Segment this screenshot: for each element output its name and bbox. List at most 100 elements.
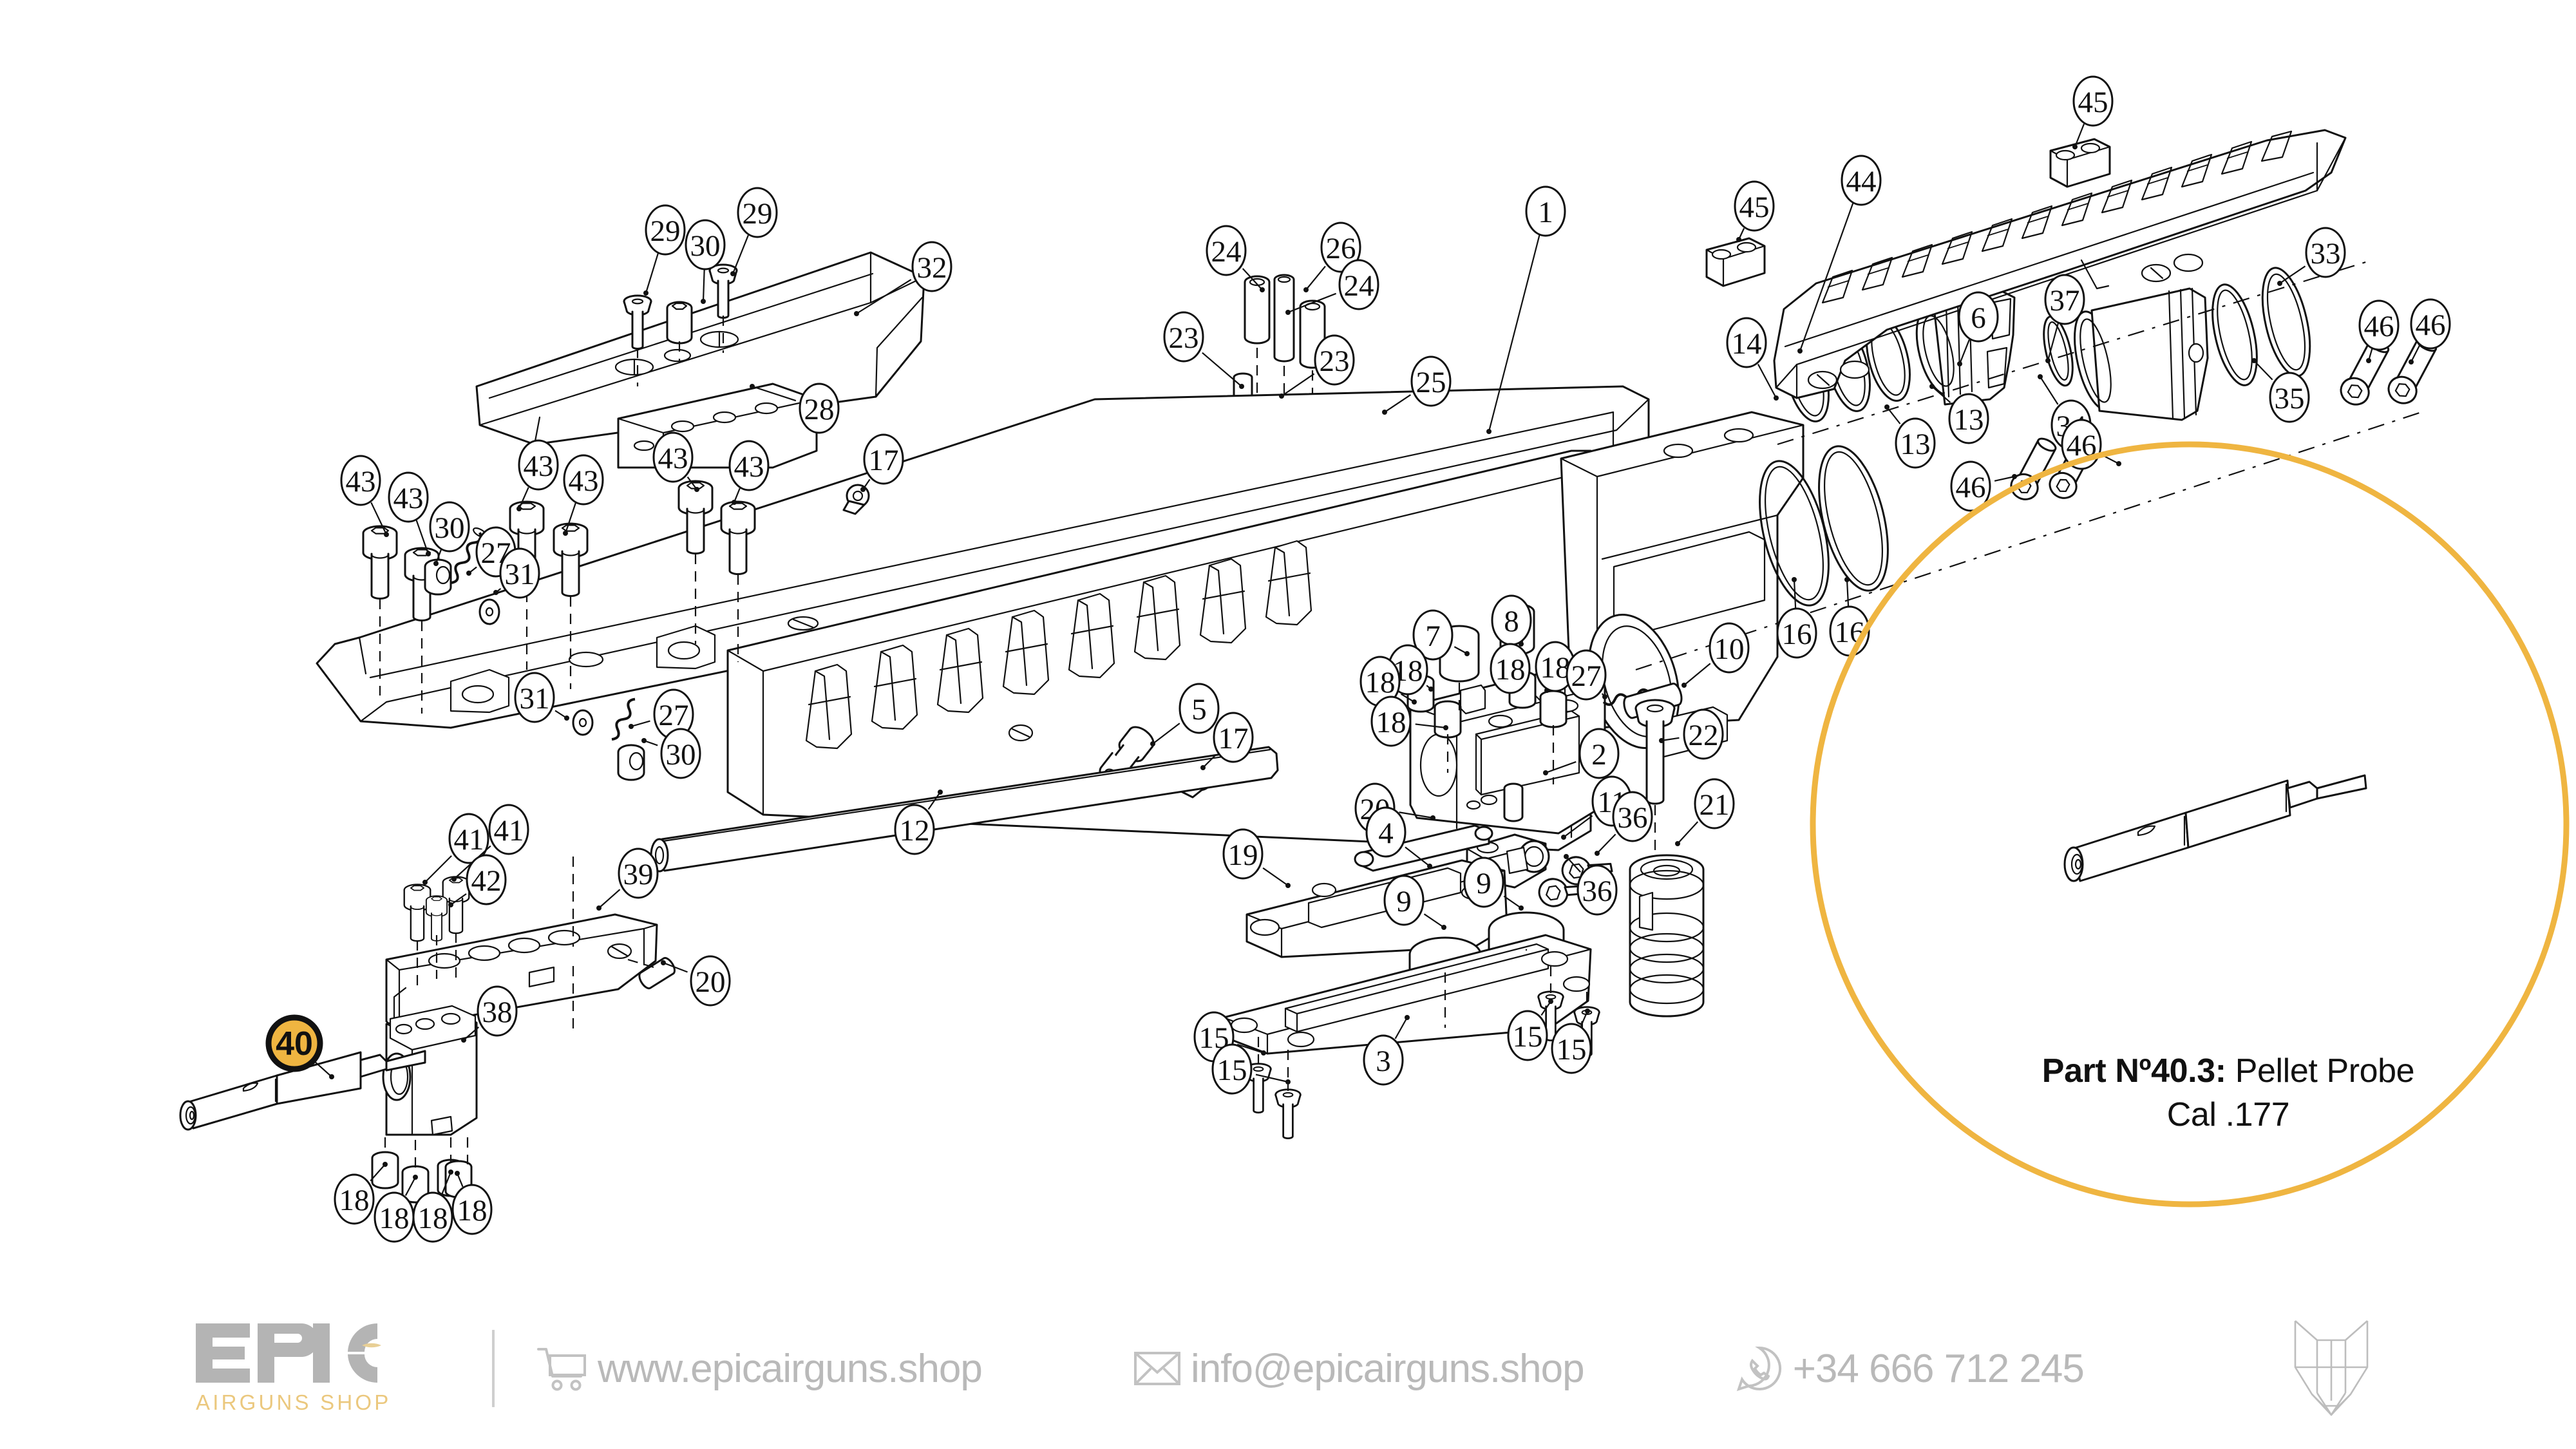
- balloon-32[interactable]: 32: [854, 241, 952, 316]
- balloon-44[interactable]: 44: [1797, 155, 1882, 354]
- balloon-circle[interactable]: [1694, 778, 1735, 829]
- balloon-8[interactable]: 8: [1491, 594, 1532, 647]
- balloon-circle[interactable]: [1320, 222, 1361, 273]
- balloon-18[interactable]: 18: [1535, 641, 1576, 693]
- balloon-41[interactable]: 41: [422, 813, 489, 885]
- balloon-circle[interactable]: [660, 728, 701, 779]
- balloon-18[interactable]: 18: [412, 1170, 453, 1243]
- balloon-3[interactable]: 3: [1363, 1015, 1410, 1086]
- balloon-circle[interactable]: [1578, 728, 1620, 779]
- balloon-circle[interactable]: [618, 848, 659, 899]
- balloon-circle[interactable]: [863, 433, 904, 485]
- balloon-17[interactable]: 17: [1200, 712, 1254, 770]
- balloon-circle[interactable]: [1948, 393, 1989, 444]
- balloon-circle[interactable]: [1577, 864, 1618, 916]
- balloon-28[interactable]: 28: [750, 383, 840, 434]
- balloon-circle[interactable]: [2305, 227, 2346, 278]
- balloon-circle[interactable]: [685, 219, 726, 270]
- balloon-31[interactable]: 31: [514, 672, 569, 723]
- balloon-43[interactable]: 43: [652, 431, 699, 492]
- balloon-circle[interactable]: [265, 1014, 323, 1072]
- balloon-circle[interactable]: [1841, 155, 1882, 206]
- contact-email[interactable]: info@epicairguns.shop: [1133, 1346, 1585, 1392]
- balloon-1[interactable]: 1: [1486, 185, 1566, 434]
- balloon-circle[interactable]: [690, 955, 731, 1007]
- balloon-circle[interactable]: [2072, 75, 2114, 127]
- balloon-circle[interactable]: [429, 501, 470, 553]
- balloon-circle[interactable]: [1683, 708, 1724, 760]
- balloon-circle[interactable]: [1895, 417, 1936, 469]
- balloon-circle[interactable]: [1206, 225, 1247, 276]
- balloon-15[interactable]: 15: [1551, 1009, 1592, 1074]
- balloon-5[interactable]: 5: [1150, 683, 1220, 746]
- balloon-27[interactable]: 27: [1566, 649, 1607, 701]
- balloon-4[interactable]: 4: [1365, 806, 1432, 869]
- balloon-10[interactable]: 10: [1681, 622, 1750, 688]
- balloon-18[interactable]: 18: [1490, 643, 1531, 694]
- balloon-18[interactable]: 18: [451, 1171, 493, 1235]
- balloon-circle[interactable]: [388, 471, 429, 523]
- balloon-circle[interactable]: [1507, 1010, 1548, 1061]
- balloon-circle[interactable]: [1163, 311, 1204, 363]
- balloon-18[interactable]: 18: [374, 1175, 418, 1243]
- balloon-circle[interactable]: [737, 187, 778, 238]
- balloon-17[interactable]: 17: [860, 433, 904, 492]
- balloon-27[interactable]: 27: [629, 688, 694, 740]
- balloon-circle[interactable]: [911, 241, 952, 292]
- balloon-circle[interactable]: [499, 547, 540, 599]
- balloon-circle[interactable]: [451, 1184, 493, 1235]
- balloon-circle[interactable]: [1179, 683, 1220, 734]
- balloon-circle[interactable]: [2269, 372, 2310, 423]
- balloon-16[interactable]: 16: [1776, 577, 1817, 659]
- balloon-circle[interactable]: [1734, 180, 1775, 232]
- balloon-43[interactable]: 43: [516, 439, 559, 511]
- balloon-36[interactable]: 36: [1595, 791, 1653, 856]
- balloon-40[interactable]: 40: [265, 1014, 334, 1079]
- balloon-circle[interactable]: [1566, 649, 1607, 701]
- balloon-18[interactable]: 18: [334, 1162, 388, 1225]
- balloon-circle[interactable]: [340, 455, 381, 506]
- balloon-circle[interactable]: [1490, 643, 1531, 694]
- balloon-circle[interactable]: [1213, 712, 1254, 763]
- balloon-circle[interactable]: [466, 854, 507, 905]
- balloon-35[interactable]: 35: [2251, 358, 2310, 423]
- balloon-30[interactable]: 30: [641, 728, 701, 779]
- balloon-2[interactable]: 2: [1543, 728, 1620, 779]
- balloon-43[interactable]: 43: [340, 455, 389, 537]
- contact-phone[interactable]: +34 666 712 245: [1735, 1344, 2085, 1393]
- balloon-circle[interactable]: [1338, 259, 1379, 310]
- balloon-circle[interactable]: [1525, 185, 1566, 237]
- balloon-41[interactable]: 41: [451, 804, 529, 882]
- balloon-33[interactable]: 33: [2277, 227, 2346, 286]
- balloon-circle[interactable]: [334, 1173, 375, 1225]
- balloon-circle[interactable]: [1370, 696, 1412, 747]
- balloon-19[interactable]: 19: [1222, 828, 1291, 888]
- balloon-45[interactable]: 45: [1734, 180, 1775, 242]
- balloon-circle[interactable]: [2044, 274, 2085, 325]
- balloon-46[interactable]: 46: [2358, 299, 2400, 363]
- balloon-7[interactable]: 7: [1412, 609, 1470, 661]
- balloon-45[interactable]: 45: [2072, 75, 2114, 149]
- balloon-circle[interactable]: [2410, 298, 2451, 350]
- balloon-circle[interactable]: [412, 1191, 453, 1243]
- balloon-29[interactable]: 29: [730, 187, 778, 276]
- balloon-24[interactable]: 24: [1285, 259, 1379, 315]
- contact-website[interactable]: www.epicairguns.shop: [536, 1345, 983, 1392]
- balloon-13[interactable]: 13: [1884, 404, 1936, 469]
- balloon-circle[interactable]: [1383, 875, 1425, 926]
- balloon-46[interactable]: 46: [2409, 298, 2451, 365]
- balloon-30[interactable]: 30: [429, 501, 470, 566]
- balloon-circle[interactable]: [514, 672, 555, 723]
- balloon-43[interactable]: 43: [563, 454, 604, 536]
- balloon-42[interactable]: 42: [448, 854, 507, 907]
- balloon-circle[interactable]: [1363, 1034, 1404, 1086]
- balloon-18[interactable]: 18: [1359, 656, 1417, 707]
- balloon-circle[interactable]: [652, 431, 694, 483]
- balloon-46[interactable]: 46: [1950, 460, 2017, 512]
- balloon-37[interactable]: 37: [2044, 274, 2085, 363]
- balloon-circle[interactable]: [1314, 334, 1355, 386]
- balloon-9[interactable]: 9: [1383, 875, 1446, 930]
- balloon-circle[interactable]: [518, 439, 559, 491]
- balloon-circle[interactable]: [1551, 1023, 1592, 1074]
- balloon-circle[interactable]: [1726, 317, 1767, 368]
